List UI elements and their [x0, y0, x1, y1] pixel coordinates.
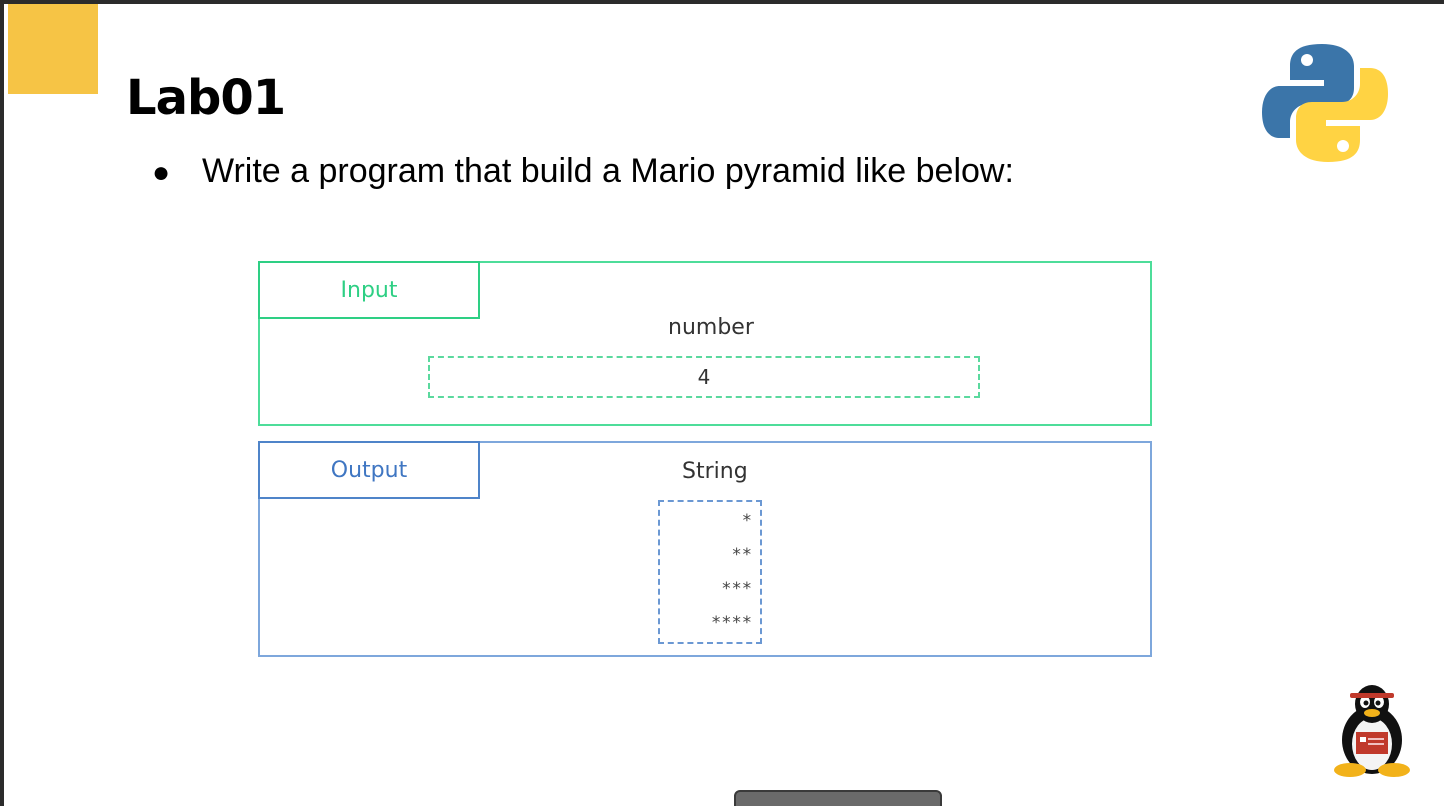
input-value: 4 — [697, 365, 711, 389]
tux-penguin-icon — [1334, 685, 1410, 777]
input-tab: Input — [258, 261, 480, 319]
pyramid-row: **** — [711, 613, 752, 633]
bullet-dot: ● — [152, 156, 171, 189]
output-value-box: * ** *** **** — [658, 500, 762, 644]
bullet-text: Write a program that build a Mario pyram… — [202, 152, 1014, 190]
slide-title: Lab01 — [126, 70, 286, 126]
slide: Lab01 ● Write a program that build a Mari… — [4, 4, 1444, 806]
bottom-control-tab[interactable] — [734, 790, 942, 806]
input-field-label: number — [668, 315, 754, 340]
output-panel: Output String * ** *** **** — [258, 441, 1152, 657]
accent-block — [8, 4, 98, 94]
output-tab: Output — [258, 441, 480, 499]
input-value-box: 4 — [428, 356, 980, 398]
pyramid-row: ** — [731, 545, 752, 565]
pyramid-row: * — [741, 511, 752, 531]
python-logo-icon — [1262, 44, 1388, 162]
pyramid-row: *** — [721, 579, 752, 599]
output-field-label: String — [682, 459, 748, 484]
input-panel: Input number 4 — [258, 261, 1152, 426]
bullet-item: ● Write a program that build a Mario pyra… — [152, 152, 1014, 191]
